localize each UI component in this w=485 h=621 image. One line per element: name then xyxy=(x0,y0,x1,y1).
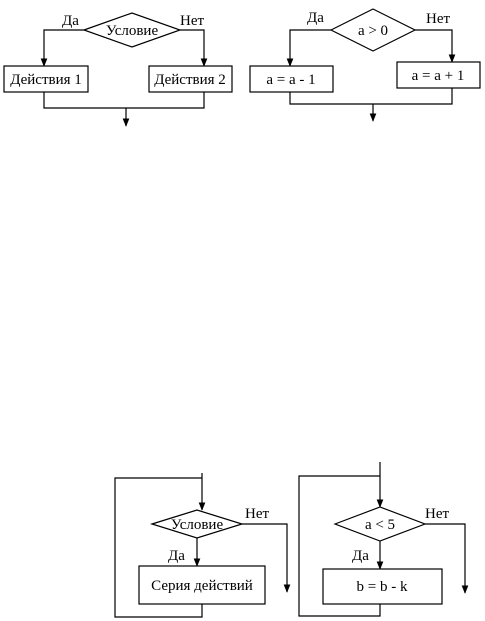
no-branch-line xyxy=(180,29,208,67)
loop-flowchart-generic: Условие Нет Да Серия действий xyxy=(114,473,291,618)
loop-back-line xyxy=(114,477,203,618)
action-no-label: a = a + 1 xyxy=(412,68,465,84)
yes-label: Да xyxy=(168,548,185,564)
loop-body-label: b = b - k xyxy=(357,579,408,595)
no-label: Нет xyxy=(425,506,449,522)
branch-flowchart-generic: Условие Да Нет Действия 1 Действия 2 xyxy=(3,12,233,127)
no-label: Нет xyxy=(245,506,269,522)
yes-branch-line xyxy=(40,29,84,67)
condition-label: a > 0 xyxy=(358,23,388,39)
no-label: Нет xyxy=(180,13,204,29)
no-branch-line xyxy=(415,29,456,63)
action-yes-box xyxy=(249,65,334,93)
yes-label: Да xyxy=(62,13,79,29)
loop-body-box xyxy=(138,565,266,605)
condition-label: Условие xyxy=(106,23,159,39)
loop-body-box xyxy=(322,568,443,605)
condition-label: a < 5 xyxy=(365,517,395,533)
loop-body-label: Серия действий xyxy=(151,578,253,594)
condition-label: Условие xyxy=(171,517,224,533)
loop-back-line xyxy=(298,475,381,617)
yes-label: Да xyxy=(307,10,324,26)
no-exit-line xyxy=(242,523,291,593)
action-no-label: Действия 2 xyxy=(154,72,226,88)
branch-flowchart-example: a > 0 Да Нет a = a - 1 a = a + 1 xyxy=(249,8,481,122)
yes-label: Да xyxy=(352,548,369,564)
no-label: Нет xyxy=(426,11,450,27)
merge-line xyxy=(43,92,205,109)
action-no-box xyxy=(396,61,481,89)
action-no-box xyxy=(148,65,233,93)
merge-line xyxy=(289,88,453,105)
action-yes-box xyxy=(3,65,89,93)
action-yes-label: Действия 1 xyxy=(10,72,82,88)
action-yes-label: a = a - 1 xyxy=(266,72,315,88)
yes-branch-line xyxy=(286,29,331,67)
loop-flowchart-example: a < 5 Нет Да b = b - k xyxy=(298,462,469,617)
no-exit-line xyxy=(425,523,469,594)
